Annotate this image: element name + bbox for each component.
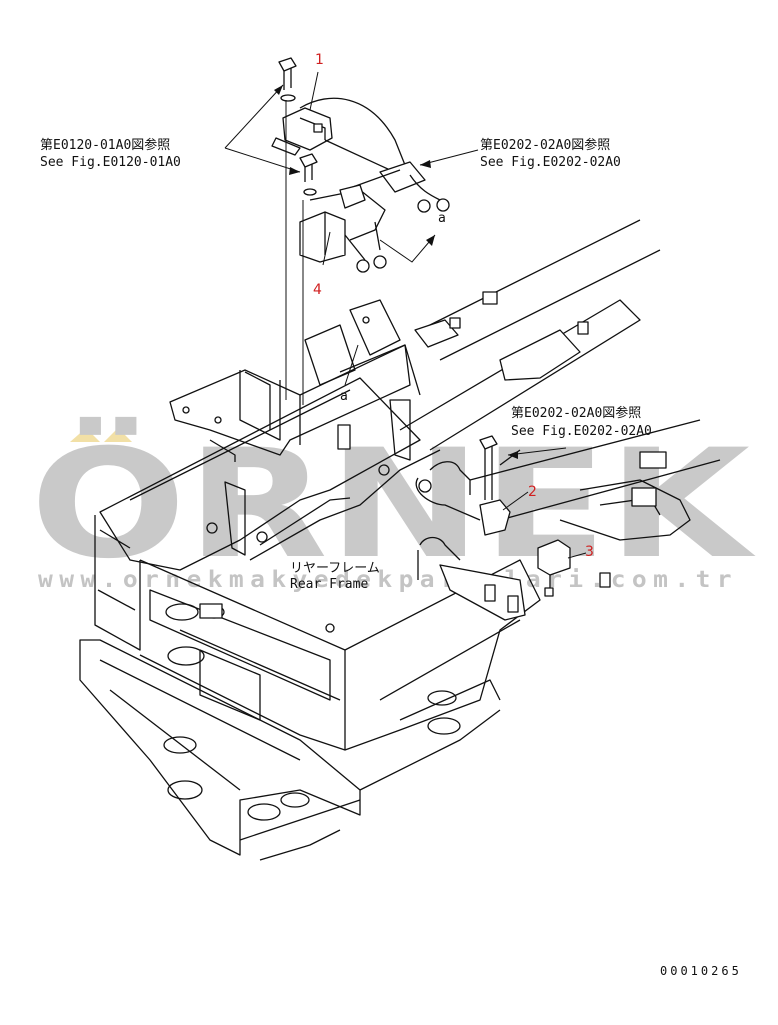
view-marker-upper: a: [438, 211, 446, 226]
reference-middle-right-jp: 第E0202-02A0図参照: [511, 405, 641, 421]
watermark-accent: [104, 428, 132, 442]
callout-2: 2: [528, 484, 537, 500]
reference-middle-right-en: See Fig.E0202-02A0: [511, 424, 652, 439]
callout-1: 1: [315, 52, 324, 68]
reference-upper-right-jp: 第E0202-02A0図参照: [480, 137, 610, 153]
watermark-accent: [70, 428, 100, 442]
frame-label-jp: リヤーフレーム: [290, 561, 380, 576]
side-rail: [399, 219, 721, 521]
reference-upper-left-jp: 第E0120-01A0図参照: [40, 137, 170, 153]
view-marker-lower: a: [340, 389, 348, 404]
watermark-url: www.ornekmakyedekparcalari.com.tr: [38, 567, 738, 593]
switch-assembly: [415, 435, 691, 621]
reference-upper-left-en: See Fig.E0120-01A0: [40, 155, 181, 170]
frame-label-en: Rear Frame: [290, 577, 368, 592]
leader-lines: [224, 71, 587, 559]
reference-upper-right-en: See Fig.E0202-02A0: [480, 155, 621, 170]
callout-3: 3: [585, 544, 594, 560]
mounting-bracket: [169, 299, 421, 462]
rear-frame: [79, 377, 541, 861]
labels: 第E0120-01A0図参照 See Fig.E0120-01A0 第E0202…: [40, 52, 742, 978]
relay-assembly: [271, 57, 450, 405]
part-number: 00010265: [660, 964, 742, 978]
callout-4: 4: [313, 282, 322, 298]
